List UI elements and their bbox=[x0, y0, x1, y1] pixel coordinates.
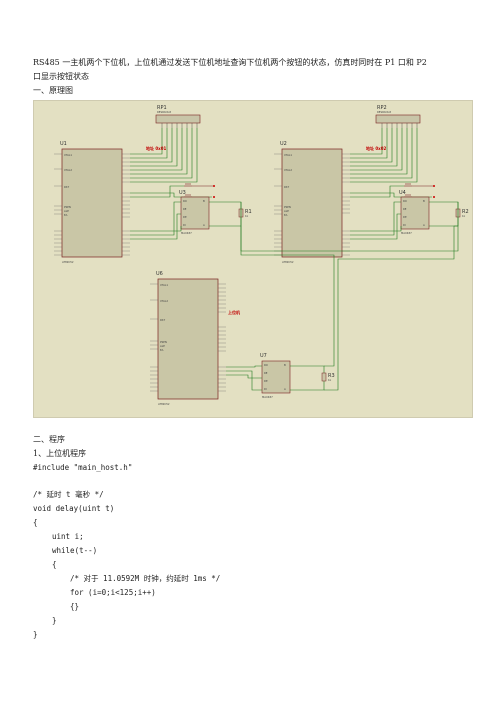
svg-text:EA: EA bbox=[284, 213, 288, 217]
r1-label: R1 bbox=[245, 209, 252, 215]
code-line: { bbox=[33, 518, 38, 527]
svg-text:MAX487: MAX487 bbox=[181, 231, 192, 235]
rp2-part: RESPACK-8 bbox=[377, 110, 391, 114]
svg-text:DE: DE bbox=[264, 379, 268, 383]
u1-port-wires bbox=[130, 128, 212, 198]
svg-text:RO: RO bbox=[264, 363, 268, 367]
intro-line-2: 口显示按钮状态 bbox=[33, 72, 89, 81]
rp1-part: RESPACK-8 bbox=[157, 110, 171, 114]
svg-text:AT89C52: AT89C52 bbox=[282, 260, 294, 264]
code-line: void delay(uint t) bbox=[33, 504, 115, 513]
left-buttons bbox=[184, 183, 214, 198]
svg-text:EA: EA bbox=[160, 348, 164, 352]
u3-rs485-body bbox=[180, 196, 210, 230]
code-line: { bbox=[52, 560, 57, 569]
svg-text:RO: RO bbox=[183, 199, 187, 203]
right-buttons bbox=[404, 183, 434, 198]
u6-label: U6 bbox=[156, 271, 163, 277]
svg-text:AT89C52: AT89C52 bbox=[158, 402, 170, 406]
svg-text:ALE: ALE bbox=[160, 344, 165, 348]
svg-text:MAX487: MAX487 bbox=[401, 231, 412, 235]
svg-text:ALE: ALE bbox=[64, 209, 69, 213]
code-line: /* 延时 t 毫秒 */ bbox=[33, 490, 104, 499]
u4-rs485-body bbox=[400, 196, 430, 230]
svg-text:1k: 1k bbox=[328, 378, 332, 382]
u2-port-wires bbox=[350, 128, 432, 198]
u1-label: U1 bbox=[60, 141, 67, 147]
rp1-label: RP1 bbox=[157, 105, 167, 111]
svg-text:A: A bbox=[423, 223, 425, 227]
svg-text:B: B bbox=[284, 363, 286, 367]
r3-resistor bbox=[321, 372, 327, 382]
svg-text:1k: 1k bbox=[245, 214, 249, 218]
svg-text:RO: RO bbox=[403, 199, 407, 203]
code-line: /* 对于 11.0592M 时钟，约延时 1ms */ bbox=[70, 574, 221, 583]
svg-text:A: A bbox=[284, 387, 286, 391]
left-slave-circuit: RP1 RESPACK-8 U1 XTAL1 XTAL2 RST PSEN AL… bbox=[54, 105, 252, 264]
svg-text:PSEN: PSEN bbox=[160, 340, 167, 344]
svg-text:1k: 1k bbox=[462, 214, 466, 218]
u1-address-tag: 地址 0x01 bbox=[146, 145, 167, 151]
rp2-resistor-pack bbox=[375, 114, 421, 124]
code-line: {} bbox=[70, 602, 80, 611]
svg-text:EA: EA bbox=[64, 213, 68, 217]
u3-label: U3 bbox=[179, 190, 186, 196]
rp2-label: RP2 bbox=[377, 105, 387, 111]
svg-text:B: B bbox=[423, 199, 425, 203]
svg-text:DI: DI bbox=[403, 223, 406, 227]
svg-text:RE: RE bbox=[264, 371, 268, 375]
r2-label: R2 bbox=[462, 209, 469, 215]
svg-text:A: A bbox=[203, 223, 205, 227]
code-line: uint i; bbox=[52, 532, 84, 541]
u6-mcu-body bbox=[157, 278, 219, 400]
svg-text:XTAL2: XTAL2 bbox=[160, 299, 168, 303]
code-line: #include "main_host.h" bbox=[33, 463, 133, 472]
svg-text:XTAL2: XTAL2 bbox=[64, 168, 72, 172]
svg-text:B: B bbox=[203, 199, 205, 203]
right-slave-circuit: RP2 RESPACK-8 U2 XTAL1 XTAL2 RST PSEN AL… bbox=[274, 105, 469, 264]
section-heading-schematic: 一、原理图 bbox=[33, 86, 73, 95]
u7-wires bbox=[226, 365, 325, 391]
code-line: for (i=0;i<125;i++) bbox=[70, 588, 156, 597]
svg-text:XTAL1: XTAL1 bbox=[284, 153, 292, 157]
host-circuit: U6 XTAL1 XTAL2 RST PSEN ALE EA bbox=[150, 202, 459, 406]
r3-label: R3 bbox=[328, 373, 335, 379]
svg-text:DE: DE bbox=[183, 215, 187, 219]
svg-text:DI: DI bbox=[264, 387, 267, 391]
svg-text:RST: RST bbox=[160, 318, 165, 322]
rp1-resistor-pack bbox=[155, 114, 201, 124]
code-line: } bbox=[52, 616, 57, 625]
u4-label: U4 bbox=[399, 190, 406, 196]
u1-mcu-body bbox=[61, 148, 123, 258]
section-heading-program: 二、程序 bbox=[33, 435, 65, 444]
svg-text:PSEN: PSEN bbox=[64, 205, 71, 209]
intro-line-1: RS485 一主机两个下位机，上位机通过发送下位机地址查询下位机两个按钮的状态，… bbox=[33, 58, 427, 67]
svg-text:XTAL1: XTAL1 bbox=[160, 283, 168, 287]
schematic-figure: RP1 RESPACK-8 U1 XTAL1 XTAL2 RST PSEN AL… bbox=[33, 100, 473, 418]
u7-label: U7 bbox=[260, 353, 267, 359]
host-tag: 上位机 bbox=[228, 309, 240, 315]
svg-text:XTAL2: XTAL2 bbox=[284, 168, 292, 172]
code-line: } bbox=[33, 630, 38, 639]
svg-text:RST: RST bbox=[284, 185, 289, 189]
subsection-host-program: 1、上位机程序 bbox=[33, 449, 87, 458]
svg-text:AT89C52: AT89C52 bbox=[62, 260, 74, 264]
u2-label: U2 bbox=[280, 141, 287, 147]
svg-text:PSEN: PSEN bbox=[284, 205, 291, 209]
rs485-bus bbox=[240, 202, 459, 391]
svg-text:MAX487: MAX487 bbox=[262, 395, 273, 399]
svg-text:RST: RST bbox=[64, 185, 69, 189]
svg-text:RE: RE bbox=[183, 207, 187, 211]
svg-text:XTAL1: XTAL1 bbox=[64, 153, 72, 157]
svg-text:DE: DE bbox=[403, 215, 407, 219]
u2-address-tag: 地址 0x02 bbox=[366, 145, 387, 151]
svg-text:ALE: ALE bbox=[284, 209, 289, 213]
svg-text:RE: RE bbox=[403, 207, 407, 211]
code-line: while(t--) bbox=[52, 546, 98, 555]
u7-rs485-body bbox=[261, 360, 291, 394]
svg-text:DI: DI bbox=[183, 223, 186, 227]
u2-mcu-body bbox=[281, 148, 343, 258]
